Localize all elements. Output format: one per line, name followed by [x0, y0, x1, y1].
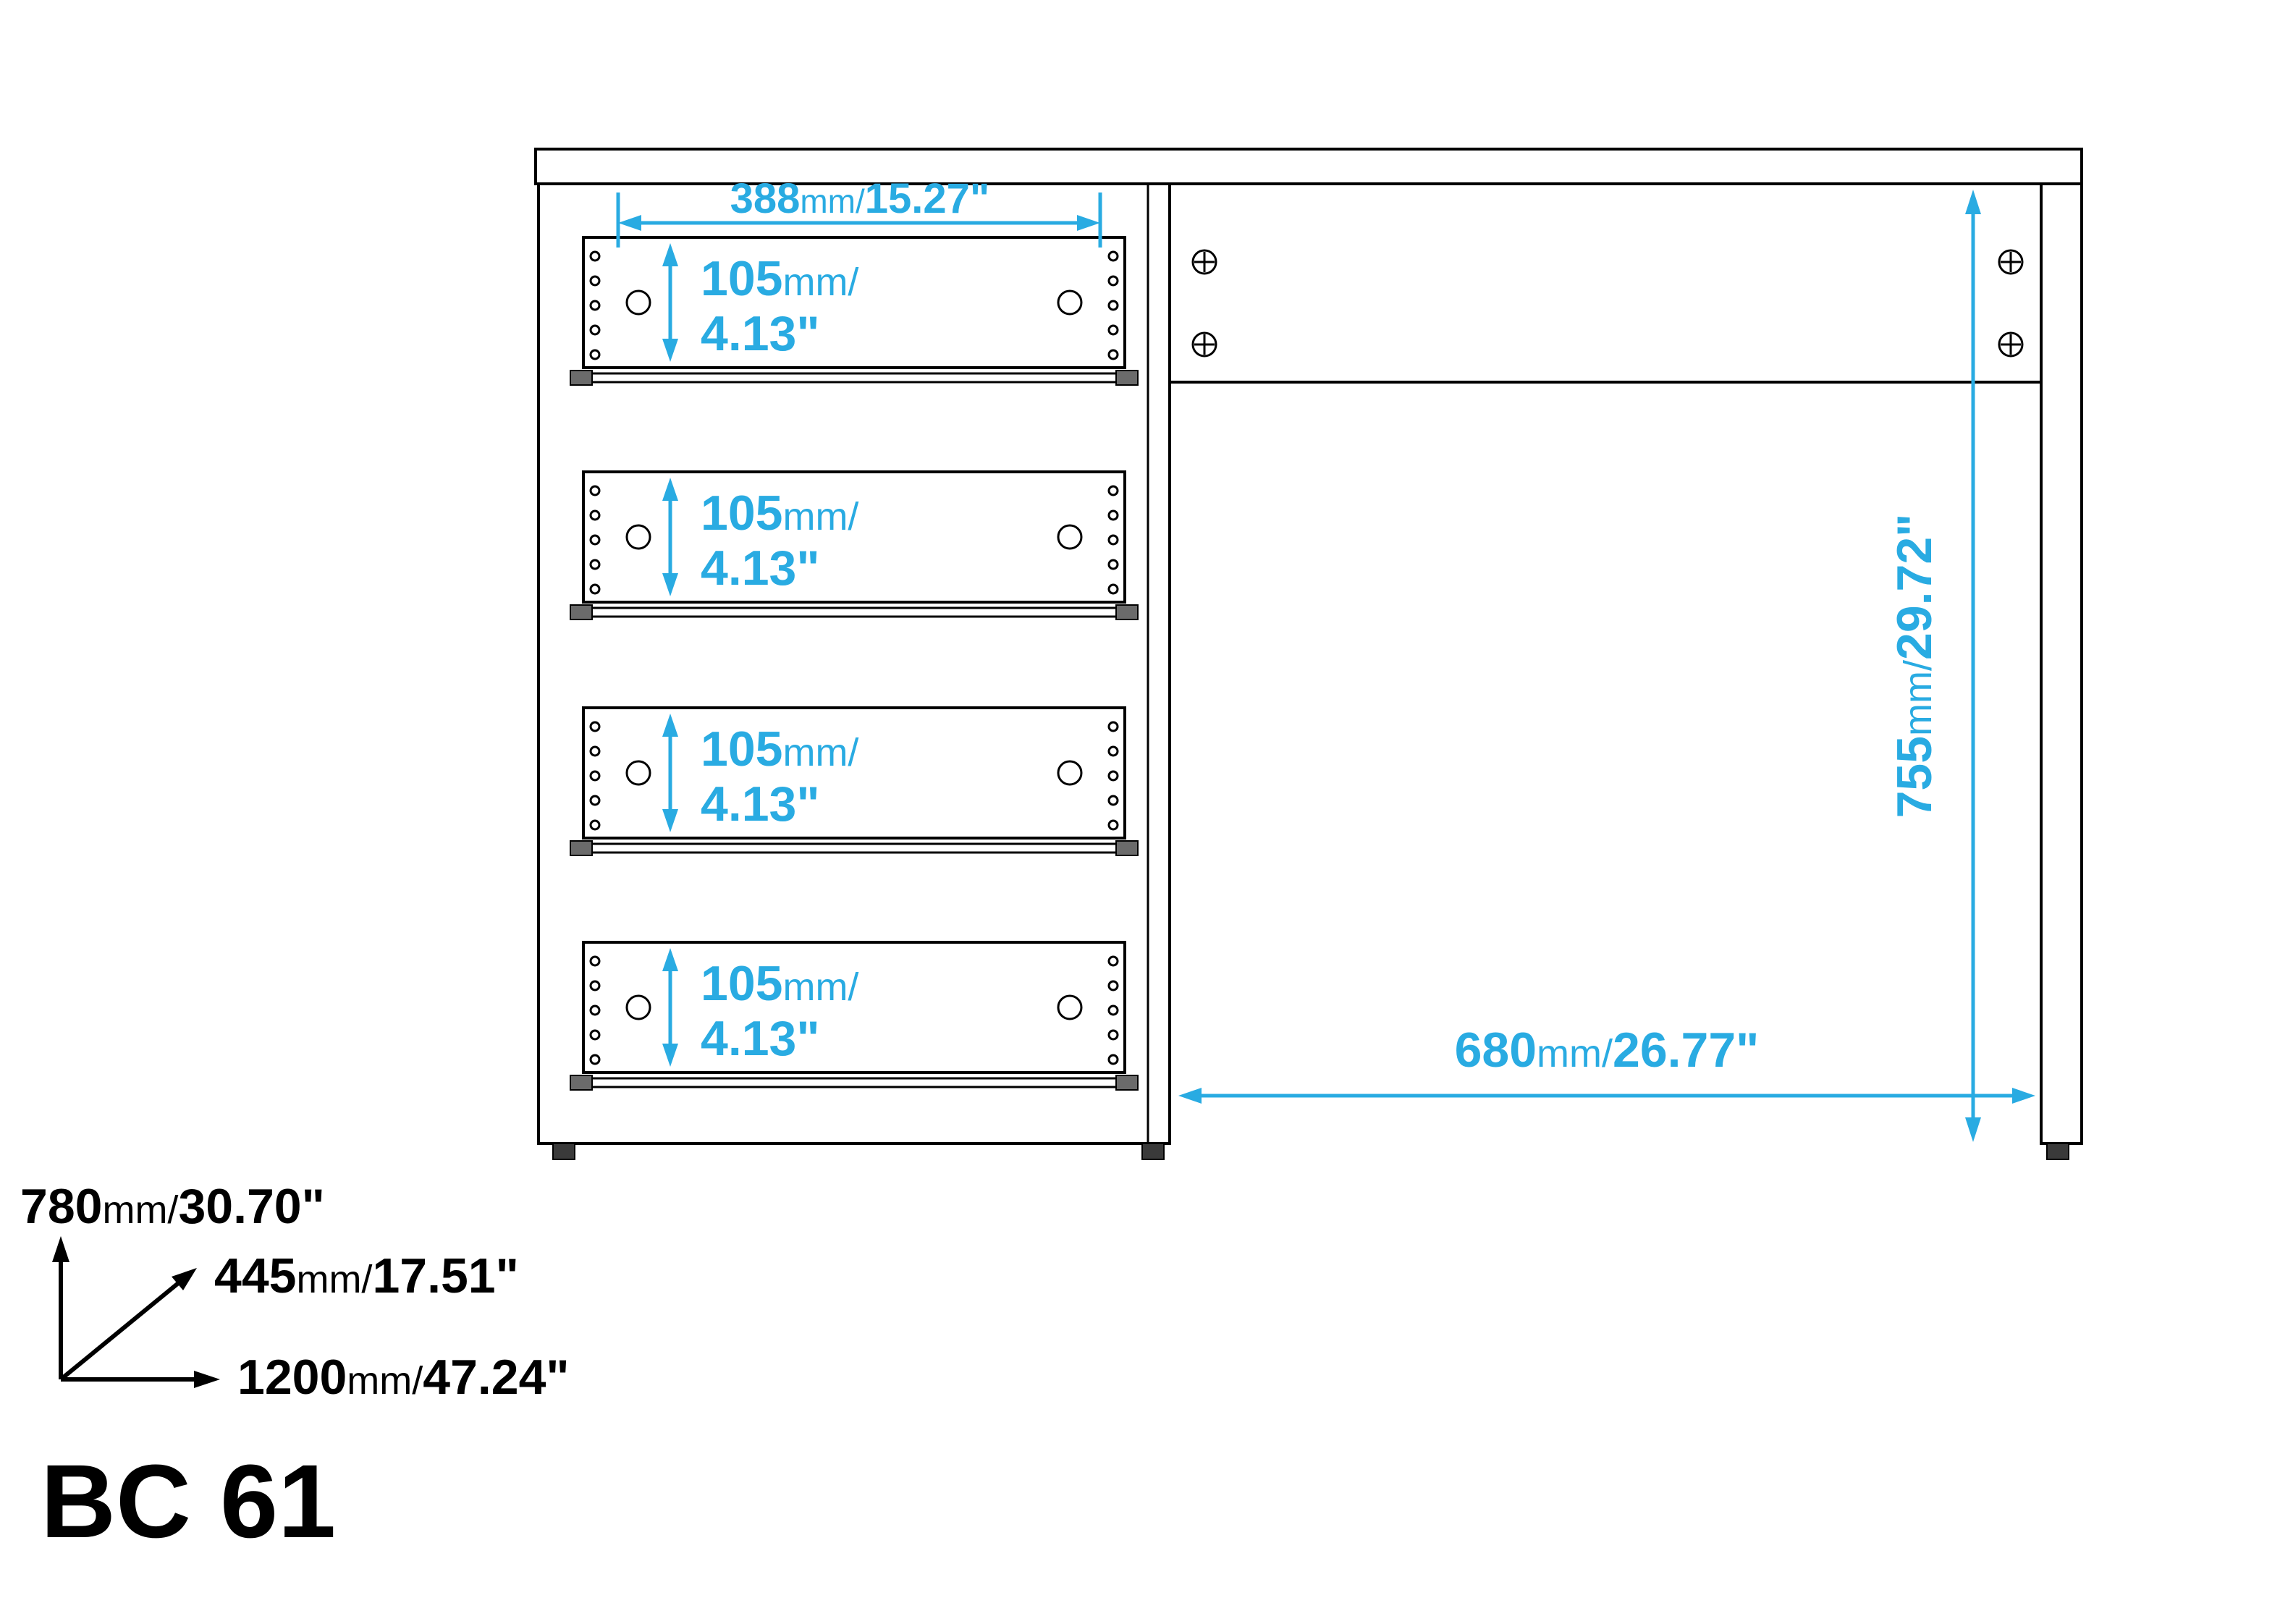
dim-drawer-height-4-label-mm: 105mm/	[701, 956, 858, 1011]
dim-knee-width: 680mm/26.77"	[1178, 1023, 2035, 1104]
foot-middle	[1141, 1143, 1165, 1160]
dim-drawer-height-4-label-inch: 4.13"	[701, 1011, 820, 1066]
dim-drawer-height-4: 105mm/ 4.13"	[662, 948, 858, 1067]
dim-drawer-height-2: 105mm/ 4.13"	[662, 478, 858, 596]
dim-drawer-height-1-label-inch: 4.13"	[701, 306, 820, 361]
dim-drawer-height-1-label-mm: 105mm/	[701, 251, 858, 306]
drawer-slide	[569, 1074, 1139, 1091]
dim-desk-height: 755mm/29.72"	[1887, 190, 1981, 1142]
dim-drawer-height-3-label-inch: 4.13"	[701, 777, 820, 832]
back-apron-panel	[1168, 182, 2043, 384]
feet	[552, 1143, 2069, 1160]
screw-icon	[1998, 331, 2024, 358]
dim-drawer-height-3-label-mm: 105mm/	[701, 722, 858, 777]
screw-icon	[1191, 249, 1217, 275]
dim-knee-width-label: 680mm/26.77"	[1455, 1023, 1760, 1078]
drawer-slide	[569, 604, 1139, 621]
drawer-slide	[569, 369, 1139, 386]
right-leg-panel	[2040, 182, 2083, 1145]
overall-dimensions-legend: 780mm/30.70" 445mm/17.51" 1200mm/47.24"	[20, 1179, 570, 1405]
dim-drawer-height-2-label-inch: 4.13"	[701, 541, 820, 596]
axis-depth-arrow	[59, 1279, 182, 1382]
foot-left	[552, 1143, 575, 1160]
overall-width-label: 1200mm/47.24"	[237, 1350, 570, 1405]
overall-depth-label: 445mm/17.51"	[214, 1248, 519, 1303]
foot-right	[2046, 1143, 2069, 1160]
screw-icon	[1998, 249, 2024, 275]
dim-drawer-width-label: 388mm/15.27"	[730, 175, 990, 222]
drawer-slide	[569, 840, 1139, 857]
overall-height-label: 780mm/30.70"	[20, 1179, 325, 1234]
screw-icon	[1191, 331, 1217, 358]
dim-desk-height-label: 755mm/29.72"	[1887, 514, 1942, 819]
dim-drawer-height-3: 105mm/ 4.13"	[662, 714, 858, 832]
dim-drawer-height-1: 105mm/ 4.13"	[662, 243, 858, 362]
dim-drawer-height-2-label-mm: 105mm/	[701, 486, 858, 541]
model-number: BC 61	[41, 1443, 336, 1560]
dim-drawer-width: 388mm/15.27"	[616, 175, 1102, 248]
